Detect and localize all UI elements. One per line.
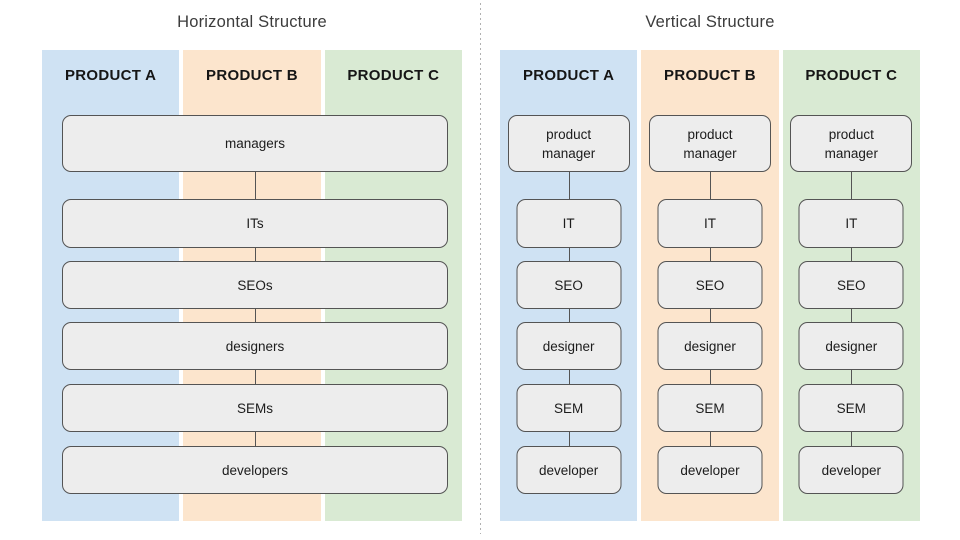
role-box-its: ITs <box>62 199 448 248</box>
vertical-columns: PRODUCT A product manager IT SEO designe… <box>500 50 920 521</box>
role-box-it: IT <box>516 199 622 248</box>
column-header-product-a: PRODUCT A <box>523 67 615 84</box>
column-header-product-a: PRODUCT A <box>65 67 157 84</box>
role-box-seo: SEO <box>798 261 904 309</box>
role-box-seo: SEO <box>657 261 763 309</box>
role-box-seo: SEO <box>516 261 622 309</box>
role-box-product-manager: product manager <box>790 115 913 172</box>
vertical-structure-title: Vertical Structure <box>645 13 775 31</box>
column-product-c: PRODUCT C product manager IT SEO designe… <box>782 50 920 521</box>
role-box-designer: designer <box>657 322 763 370</box>
role-box-designers: designers <box>62 322 448 370</box>
role-box-sem: SEM <box>657 384 763 432</box>
role-box-it: IT <box>657 199 763 248</box>
horizontal-columns: PRODUCT A PRODUCT B PRODUCT C managers I… <box>42 50 462 521</box>
column-header-product-b: PRODUCT B <box>206 67 298 84</box>
role-box-it: IT <box>798 199 904 248</box>
role-box-developer: developer <box>516 446 622 494</box>
column-header-product-b: PRODUCT B <box>664 67 756 84</box>
column-product-a: PRODUCT A product manager IT SEO designe… <box>500 50 638 521</box>
horizontal-structure-title: Horizontal Structure <box>177 13 327 31</box>
role-box-developer: developer <box>798 446 904 494</box>
role-box-sem: SEM <box>798 384 904 432</box>
column-header-product-c: PRODUCT C <box>805 67 898 84</box>
role-box-managers: managers <box>62 115 448 172</box>
role-box-developer: developer <box>657 446 763 494</box>
role-box-designer: designer <box>516 322 622 370</box>
column-product-b: PRODUCT B product manager IT SEO designe… <box>641 50 779 521</box>
column-header-product-c: PRODUCT C <box>347 67 440 84</box>
role-box-seos: SEOs <box>62 261 448 309</box>
panel-divider <box>480 3 481 534</box>
role-box-developers: developers <box>62 446 448 494</box>
role-box-sem: SEM <box>516 384 622 432</box>
role-box-designer: designer <box>798 322 904 370</box>
role-box-product-manager: product manager <box>507 115 630 172</box>
role-box-sems: SEMs <box>62 384 448 432</box>
role-box-product-manager: product manager <box>648 115 771 172</box>
